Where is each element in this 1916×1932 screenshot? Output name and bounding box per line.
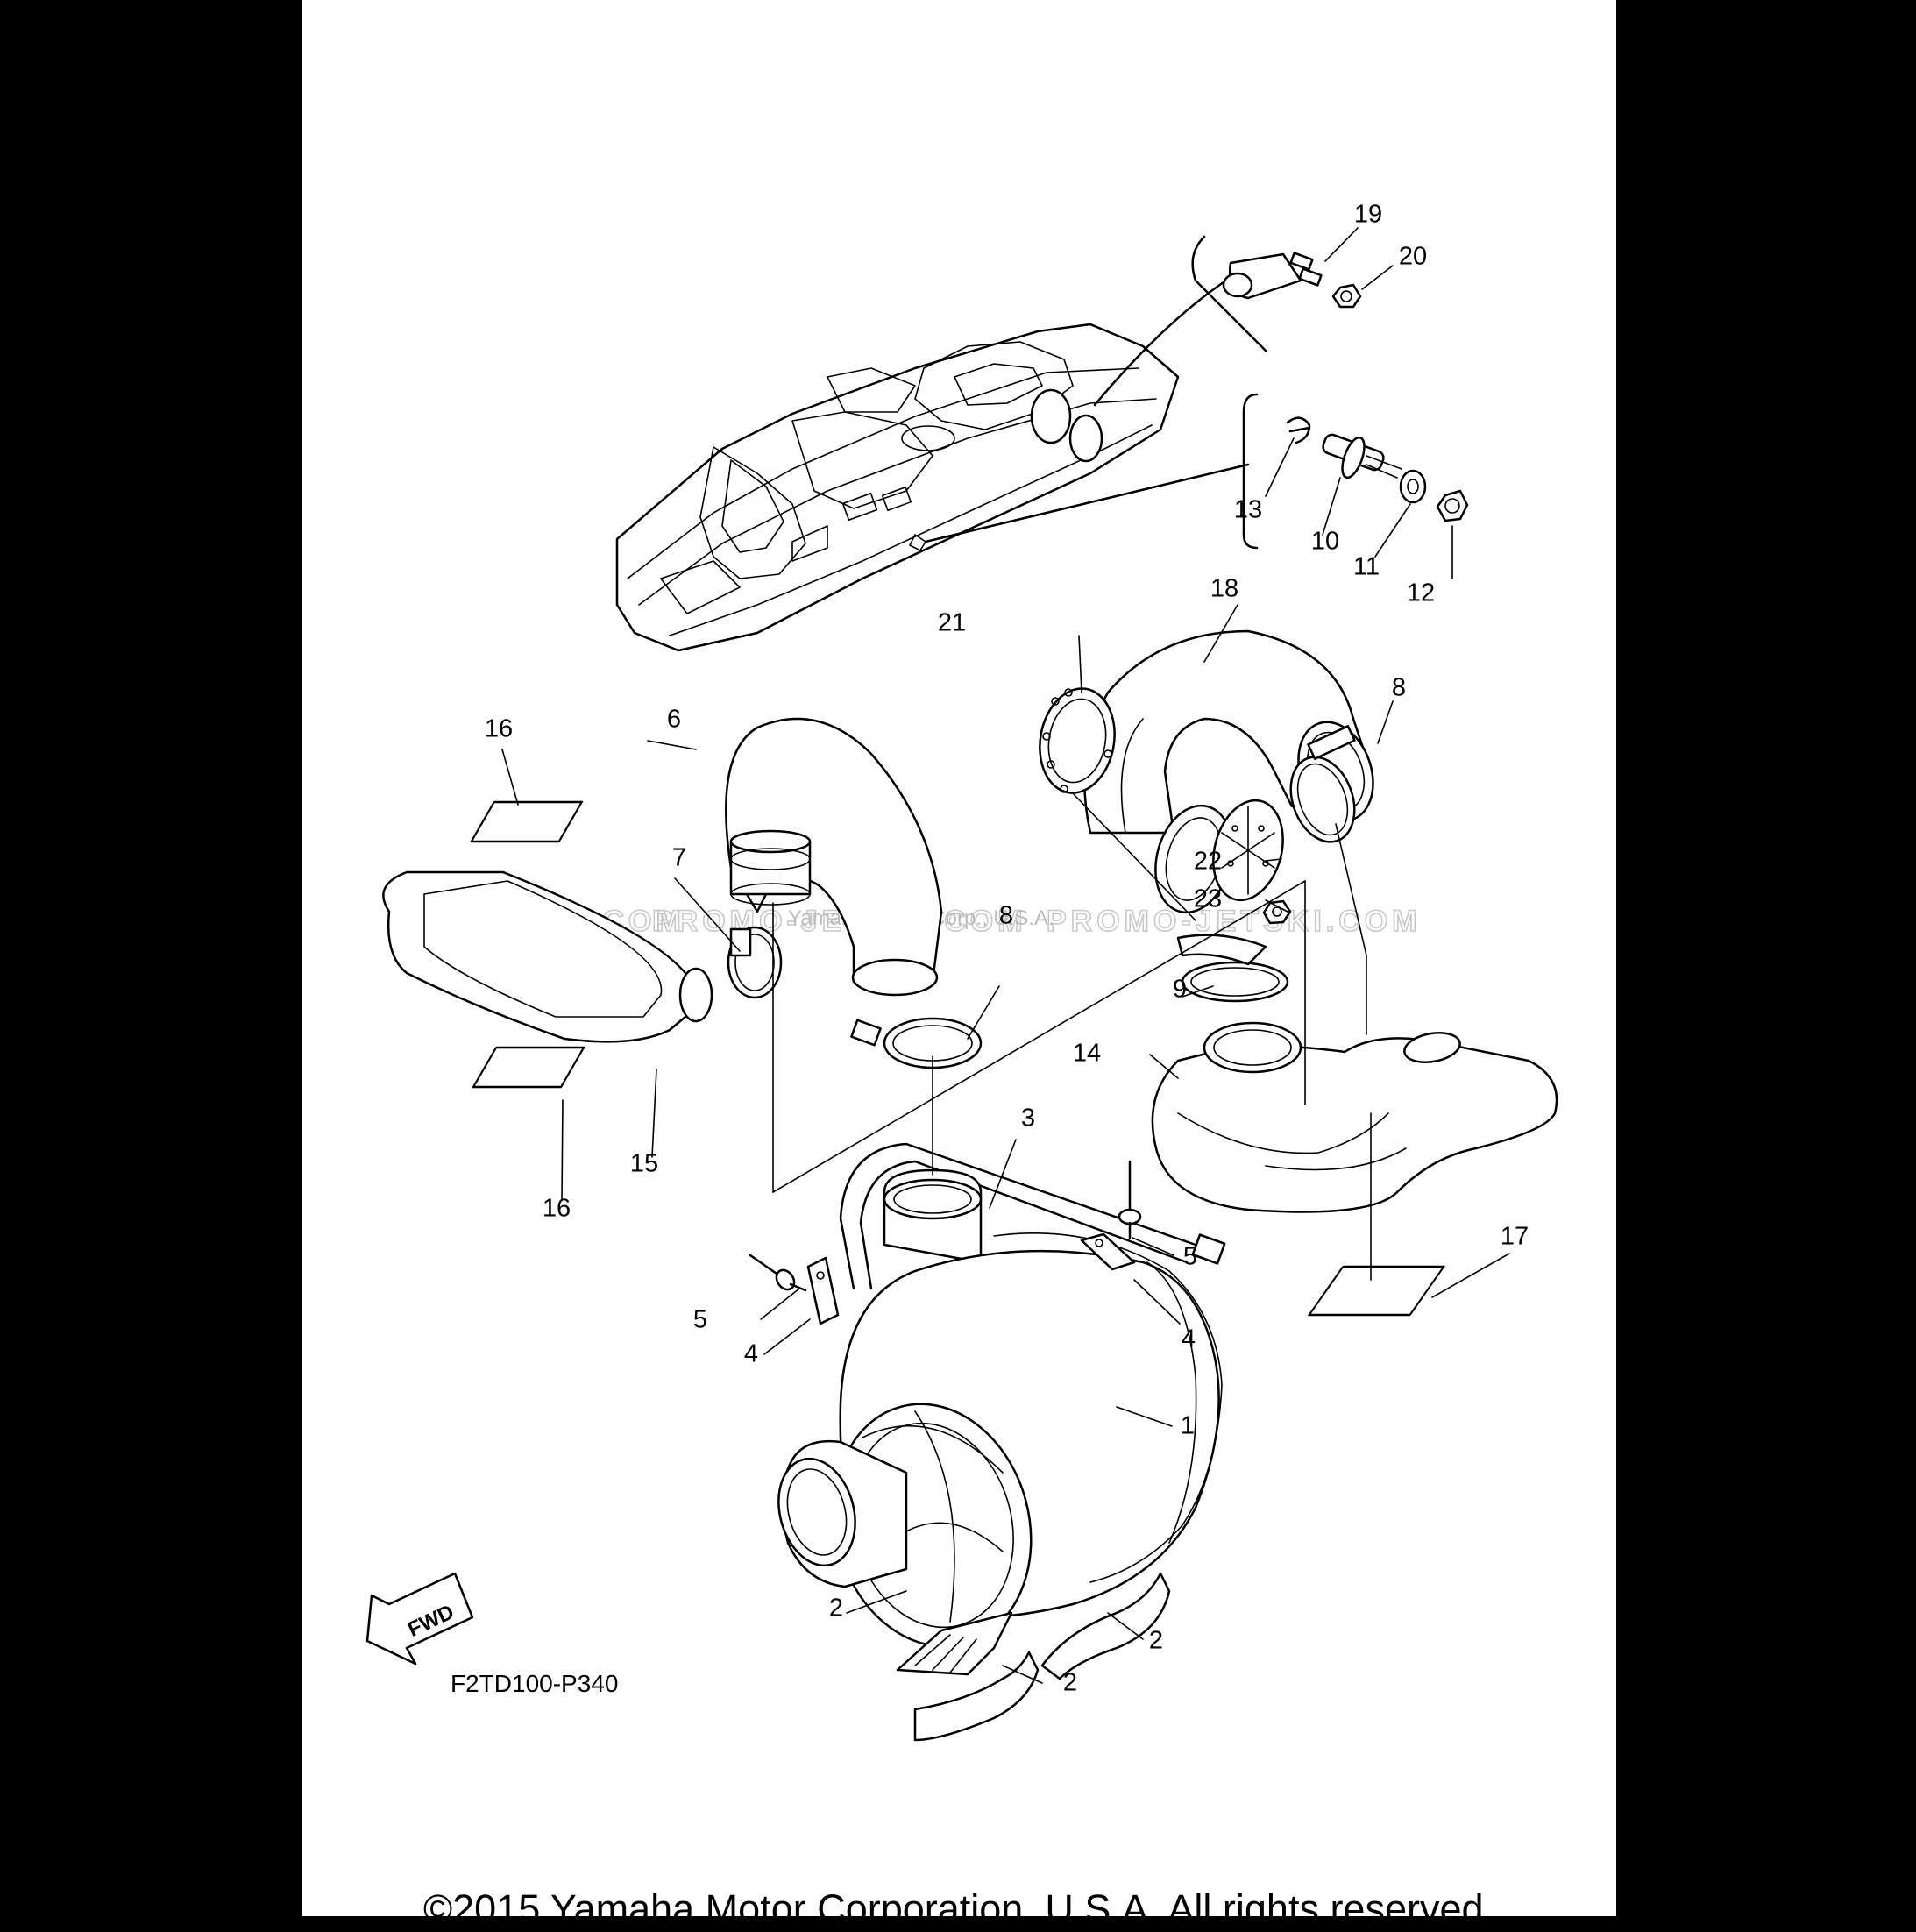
callout-23: 23 <box>1194 885 1222 913</box>
callout-13: 13 <box>1234 496 1262 524</box>
callout-20: 20 <box>1399 243 1427 271</box>
callout-1: 1 <box>1181 1412 1195 1440</box>
part-15-silencer <box>382 870 713 1043</box>
callout-12: 12 <box>1407 579 1435 607</box>
part-5-rivet-left <box>749 1254 807 1292</box>
callout-21: 21 <box>938 609 966 637</box>
part-8-clamp-lower <box>850 1017 983 1069</box>
part-2-pad-lower <box>913 1651 1040 1742</box>
callout-15: 15 <box>630 1150 658 1178</box>
part-11-washer <box>1399 469 1427 504</box>
part-1-air-box <box>777 1168 1223 1648</box>
callout-17: 17 <box>1501 1223 1529 1251</box>
inset-bracket-lower <box>1242 393 1259 550</box>
callout-4-left: 4 <box>744 1340 758 1368</box>
leader-lines <box>501 227 1510 1684</box>
callout-numbers: 19 20 13 10 11 12 18 21 8 16 6 7 22 23 8… <box>485 201 1529 1697</box>
part-12-nut <box>1436 489 1469 522</box>
part-21-flange <box>1039 687 1116 794</box>
inset-bracket-upper <box>1191 235 1267 352</box>
callout-22: 22 <box>1194 848 1222 876</box>
callout-11: 11 <box>1353 553 1380 581</box>
callout-18: 18 <box>1210 575 1238 603</box>
part-16-pad-upper <box>470 800 584 843</box>
watercraft-overview <box>615 261 1252 652</box>
copyright-notice: ©2015 Yamaha Motor Corporation, U.S.A. A… <box>422 1886 1495 1931</box>
diagram-code: F2TD100-P340 <box>451 1670 618 1697</box>
callout-8-lower: 8 <box>999 902 1013 930</box>
leader-overview-10 <box>924 463 1250 543</box>
callout-7: 7 <box>672 844 686 872</box>
fwd-arrow: FWD <box>365 1572 474 1666</box>
callout-9: 9 <box>1173 976 1187 1004</box>
callout-5-right: 5 <box>1183 1243 1197 1271</box>
assembly-lines <box>772 792 1372 1281</box>
part-19-bracket <box>1222 252 1323 300</box>
callout-3: 3 <box>1021 1105 1035 1133</box>
callout-5-left: 5 <box>693 1306 707 1334</box>
part-5-rivet-right <box>1118 1160 1142 1239</box>
part-13-clip <box>1286 416 1311 444</box>
callout-14: 14 <box>1073 1040 1101 1068</box>
callout-19: 19 <box>1354 201 1382 229</box>
part-8-clamp-upper <box>1289 725 1356 843</box>
part-7-clamp <box>727 926 783 999</box>
parts-diagram: JETSKI.COM PROMO-JETSKI.COM PROMO-JETSKI… <box>365 201 1558 1742</box>
callout-6: 6 <box>667 706 681 734</box>
callout-4-right: 4 <box>1182 1325 1196 1353</box>
callout-2-lower: 2 <box>1063 1669 1077 1697</box>
part-20-nut <box>1331 283 1362 309</box>
part-2-pad-upper <box>896 1611 1013 1676</box>
part-4-bracket-left <box>806 1256 840 1325</box>
part-17-pad <box>1308 1265 1445 1317</box>
part-23-nut <box>1262 899 1292 925</box>
part-16-pad-lower <box>472 1046 585 1089</box>
diagram-sheet: JETSKI.COM PROMO-JETSKI.COM PROMO-JETSKI… <box>302 0 1616 1931</box>
part-14-water-lock <box>1151 1021 1558 1213</box>
callout-10: 10 <box>1311 528 1339 556</box>
part-6-duct <box>725 717 943 997</box>
part-10-fitting <box>1322 433 1402 479</box>
leader-overview-19 <box>1093 270 1241 407</box>
callout-16-upper: 16 <box>485 715 513 743</box>
part-2-pad-right <box>1040 1572 1171 1680</box>
callout-2-right: 2 <box>1149 1627 1163 1655</box>
watermark-right: PROMO-JETSKI.COM <box>1047 905 1422 938</box>
callout-2-upper: 2 <box>829 1595 843 1623</box>
callout-8-upper: 8 <box>1392 674 1406 702</box>
part-4-bracket-right <box>1080 1232 1136 1271</box>
callout-16-lower: 16 <box>543 1195 571 1223</box>
part-3-strap <box>839 1142 1226 1290</box>
